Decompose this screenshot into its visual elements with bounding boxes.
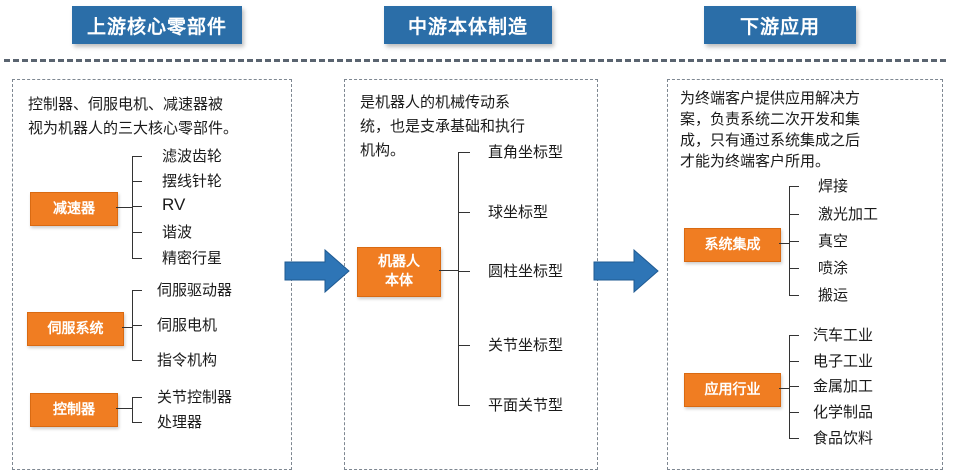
midstream-description-line: 是机器人的机械传动系 [360,93,511,111]
bracket-tick [132,360,142,361]
connector-line [116,207,132,208]
downstream-description-line: 为终端客户提供应用解决方 [680,89,861,107]
robot-body-box-line: 本体 [385,273,413,289]
servo-item: 指令机构 [157,351,218,369]
integration-item: 真空 [818,232,849,250]
bracket-tick [458,152,470,153]
midstream-description-line: 统，也是支承基础和执行 [360,117,526,135]
robot-type-item: 关节坐标型 [488,336,564,354]
flow-arrow-right [593,248,659,294]
downstream-header: 下游应用 [704,6,856,44]
robot-type-item: 球坐标型 [488,203,549,221]
system-integration-box: 系统集成 [684,228,781,262]
bracket-tick [789,268,799,269]
bracket-line [789,186,790,295]
bracket-line [132,156,133,259]
connector-line [779,388,789,389]
controller-item: 关节控制器 [157,388,233,406]
midstream-header: 中游本体制造 [384,6,552,44]
bracket-tick [132,290,142,291]
bracket-tick [132,422,142,423]
connector-line [116,408,132,409]
bracket-tick [132,156,142,157]
upstream-description-line: 控制器、伺服电机、减速器被 [28,95,224,113]
connector-line [122,327,132,328]
industry-item: 金属加工 [813,377,874,395]
bracket-tick [458,271,470,272]
downstream-description-line: 才能为终端客户所用。 [680,152,831,170]
bracket-tick [789,335,799,336]
bracket-tick [789,214,799,215]
downstream-description-line: 案，负责系统二次开发和集 [680,110,861,128]
midstream-description-line: 机构。 [360,141,406,159]
upstream-description: 控制器、伺服电机、减速器被 视为机器人的三大核心零部件。 [28,92,238,140]
downstream-panel [667,79,943,470]
robot-type-item: 平面关节型 [488,396,564,414]
reducer-item: 精密行星 [162,249,223,267]
bracket-line [458,152,459,405]
robot-type-item: 直角坐标型 [488,143,564,161]
flow-arrow-right [284,248,350,294]
servo-item: 伺服电机 [157,316,218,334]
bracket-tick [789,386,799,387]
robot-type-item: 圆柱坐标型 [488,262,564,280]
upstream-description-line: 视为机器人的三大核心零部件。 [28,119,239,137]
reducer-item: 摆线针轮 [162,172,223,190]
dashed-divider [4,59,946,62]
controller-box: 控制器 [30,393,118,427]
connector-line [779,243,789,244]
industry-item: 食品饮料 [813,429,874,447]
bracket-tick [458,405,470,406]
integration-item: 搬运 [818,286,849,304]
application-industry-box: 应用行业 [684,373,781,407]
bracket-tick [458,345,470,346]
bracket-tick [789,438,799,439]
integration-item: 激光加工 [818,205,879,223]
bracket-tick [132,181,142,182]
robot-body-box-line: 机器人 [378,254,420,270]
bracket-tick [132,397,142,398]
bracket-tick [458,212,470,213]
integration-item: 喷涂 [818,259,849,277]
bracket-tick [789,241,799,242]
reducer-item: 滤波齿轮 [162,147,223,165]
reducer-item: RV [162,195,186,214]
bracket-tick [789,186,799,187]
servo-item: 伺服驱动器 [157,281,233,299]
bracket-tick [789,361,799,362]
upstream-header: 上游核心零部件 [72,6,242,44]
reducer-box: 减速器 [30,192,118,226]
bracket-tick [132,232,142,233]
midstream-description: 是机器人的机械传动系 统，也是支承基础和执行 机构。 [360,90,525,162]
bracket-tick [132,206,142,207]
bracket-tick [132,258,142,259]
industry-item: 汽车工业 [813,326,874,344]
bracket-tick [789,412,799,413]
bracket-tick [132,325,142,326]
controller-item: 处理器 [157,413,203,431]
downstream-description: 为终端客户提供应用解决方 案，负责系统二次开发和集 成，只有通过系统集成之后 才… [680,88,860,172]
industry-item: 电子工业 [813,352,874,370]
bracket-tick [789,295,799,296]
reducer-item: 谐波 [162,223,193,241]
robot-body-box: 机器人 本体 [357,247,441,297]
bracket-line [132,397,133,422]
downstream-description-line: 成，只有通过系统集成之后 [680,131,861,149]
servo-system-box: 伺服系统 [27,312,124,346]
connector-line [439,270,458,271]
integration-item: 焊接 [818,177,849,195]
industry-item: 化学制品 [813,403,874,421]
